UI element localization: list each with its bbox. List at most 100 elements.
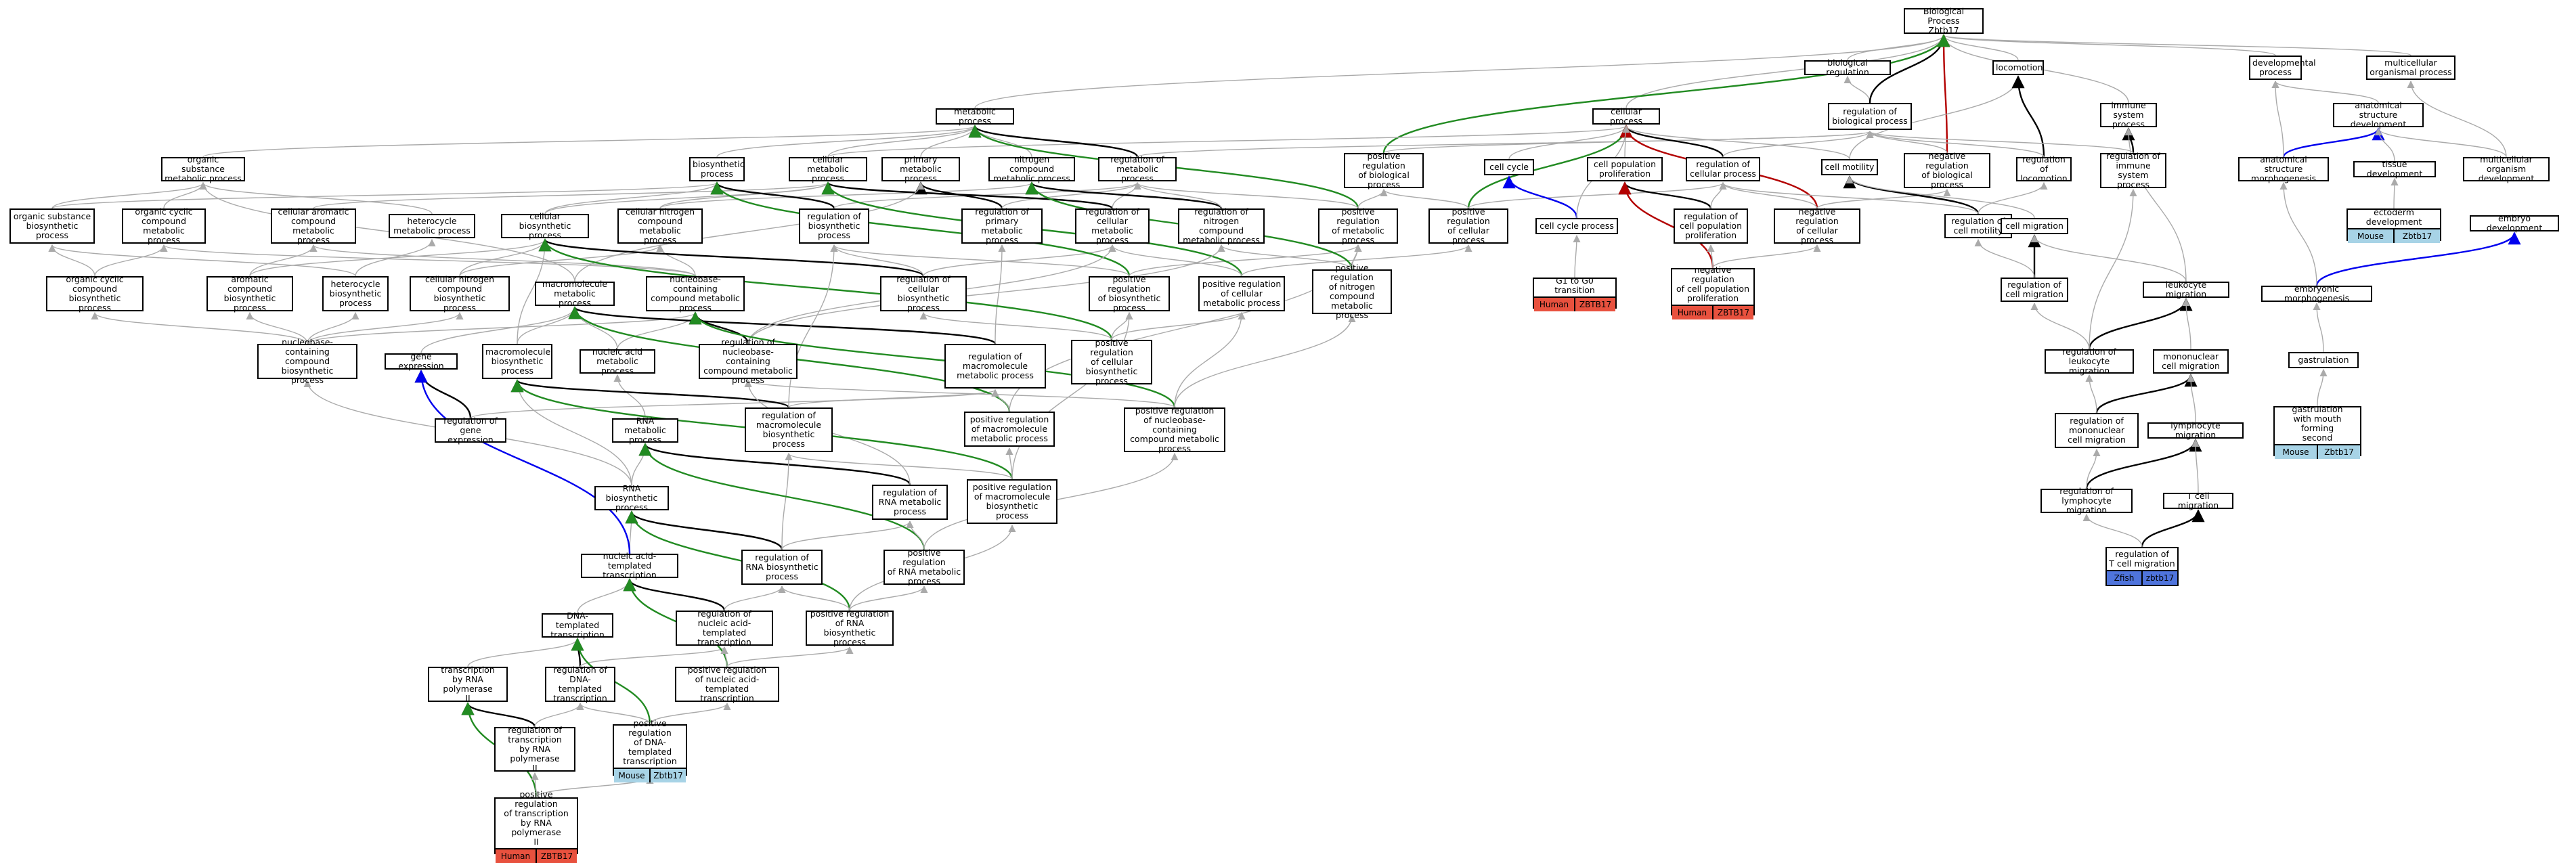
go-term-nucacid[interactable]: nucleic acid metabolic process bbox=[580, 347, 655, 376]
go-term-immsys[interactable]: immune system process bbox=[2100, 101, 2157, 129]
edge-regmacrobio-to-regbiosyn bbox=[788, 244, 838, 408]
go-term-posregbiosyn[interactable]: positive regulation of biosynthetic proc… bbox=[1089, 275, 1170, 313]
go-term-cellpopprol[interactable]: cell population proliferation bbox=[1587, 157, 1663, 181]
go-term-cellnitbio[interactable]: cellular nitrogen compound biosynthetic … bbox=[410, 275, 510, 313]
edge-regleuk-to-leukmig bbox=[2088, 298, 2193, 350]
go-term-orgcyc[interactable]: organic cyclic compound metabolic proces… bbox=[122, 207, 206, 245]
go-term-regcellmig[interactable]: regulation of cell migration bbox=[2001, 278, 2068, 302]
go-term-loco[interactable]: locomotion bbox=[1992, 60, 2044, 75]
go-term-cellarom[interactable]: cellular aromatic compound metabolic pro… bbox=[271, 207, 356, 245]
go-term-embdev[interactable]: embryo development bbox=[2470, 214, 2559, 233]
go-term-rnabio[interactable]: RNA biosynthetic process bbox=[594, 484, 669, 512]
go-term-posregmeta[interactable]: positive regulation of metabolic process bbox=[1318, 207, 1398, 245]
go-term-macro[interactable]: macromolecule metabolic process bbox=[535, 280, 615, 308]
go-term-cellnit[interactable]: cellular nitrogen compound metabolic pro… bbox=[617, 207, 703, 245]
go-term-cellcycle[interactable]: cell cycle bbox=[1484, 159, 1534, 175]
go-term-posregmacrobio[interactable]: positive regulation of macromolecule bio… bbox=[967, 479, 1057, 524]
go-term-posregcellmeta[interactable]: positive regulation of cellular metaboli… bbox=[1198, 276, 1285, 311]
go-term-cellmot[interactable]: cell motility bbox=[1821, 159, 1878, 175]
go-term-tissuedev[interactable]: tissue development bbox=[2353, 160, 2436, 179]
go-term-devp[interactable]: developmental process bbox=[2249, 56, 2316, 80]
go-term-meta[interactable]: metabolic process bbox=[936, 107, 1014, 126]
go-term-posregcellbio[interactable]: positive regulation of cellular biosynth… bbox=[1071, 338, 1152, 386]
go-term-anatmorph[interactable]: anatomical structure morphogenesis bbox=[2238, 155, 2329, 183]
go-term-multidev[interactable]: multicellular organism development bbox=[2463, 155, 2550, 183]
go-term-regrnameta[interactable]: regulation of RNA metabolic process bbox=[872, 485, 948, 520]
go-term-regimm[interactable]: regulation of immune system process bbox=[2100, 152, 2166, 190]
go-term-regmacrobio[interactable]: regulation of macromolecule biosynthetic… bbox=[745, 407, 833, 452]
go-term-regtxpol2[interactable]: regulation of transcription by RNA polym… bbox=[494, 726, 575, 773]
go-term-regcellp[interactable]: regulation of cellular process bbox=[1686, 157, 1760, 181]
go-term-regdnatx[interactable]: regulation of DNA-templated transcriptio… bbox=[545, 665, 615, 703]
go-term-negregcellp[interactable]: negative regulation of cellular process bbox=[1774, 207, 1860, 245]
go-term-regbiosyn[interactable]: regulation of biosynthetic process bbox=[799, 208, 869, 244]
go-term-regmacro[interactable]: regulation of macromolecule metabolic pr… bbox=[944, 344, 1046, 389]
go-term-multi[interactable]: multicellular organismal process bbox=[2366, 56, 2455, 80]
go-term-posregrnabio[interactable]: positive regulation of RNA biosynthetic … bbox=[806, 609, 894, 647]
go-term-tcellmig[interactable]: T cell migration bbox=[2163, 491, 2233, 510]
go-term-orgsub[interactable]: organic substance metabolic process bbox=[161, 155, 245, 183]
go-term-regbio[interactable]: regulation of biological process bbox=[1828, 103, 1912, 130]
go-term-hetmeta[interactable]: heterocycle metabolic process bbox=[389, 214, 475, 238]
go-term-lymphmig[interactable]: lymphocyte migration bbox=[2147, 421, 2244, 440]
go-term-geneexp[interactable]: gene expression bbox=[385, 352, 458, 371]
go-term-cellp[interactable]: cellular process bbox=[1592, 107, 1660, 126]
go-term-regmeta[interactable]: regulation of metabolic process bbox=[1098, 155, 1177, 183]
go-term-gastr[interactable]: gastrulation bbox=[2288, 352, 2359, 368]
go-term-regnbc[interactable]: regulation of nucleobase-containing comp… bbox=[699, 338, 798, 385]
go-term-arombio[interactable]: aromatic compound biosynthetic process bbox=[206, 275, 293, 313]
go-term-leukmig[interactable]: leukocyte migration bbox=[2143, 280, 2229, 299]
go-term-anatdev[interactable]: anatomical structure development bbox=[2333, 101, 2424, 129]
go-term-rnameta[interactable]: RNA metabolic process bbox=[612, 416, 678, 445]
go-term-cellcycproc[interactable]: cell cycle process bbox=[1535, 218, 1618, 234]
go-term-macrobio[interactable]: macromolecule biosynthetic process bbox=[482, 344, 552, 379]
go-term-nbcbio[interactable]: nucleobase-containing compound biosynthe… bbox=[257, 338, 357, 385]
go-term-posregnitro[interactable]: positive regulation of nitrogen compound… bbox=[1312, 263, 1392, 320]
go-term-regcellmeta[interactable]: regulation of cellular metabolic process bbox=[1075, 207, 1150, 245]
go-term-label: positive regulation of cellular biosynth… bbox=[1085, 338, 1138, 386]
go-term-regcellpop[interactable]: regulation of cell population proliferat… bbox=[1674, 208, 1748, 244]
go-term-biosyn[interactable]: biosynthetic process bbox=[689, 157, 745, 181]
go-term-bp[interactable]: Biological Process Zbtb17 bbox=[1904, 7, 1984, 35]
go-term-posregrnameta[interactable]: positive regulation of RNA metabolic pro… bbox=[883, 548, 965, 586]
go-term-cellmig[interactable]: cell migration bbox=[2001, 218, 2068, 234]
go-term-regcellbio[interactable]: regulation of cellular biosynthetic proc… bbox=[880, 275, 967, 313]
go-term-posregdnatx[interactable]: positive regulation of DNA-templated tra… bbox=[613, 719, 687, 782]
go-term-nbcmeta[interactable]: nucleobase-containing compound metabolic… bbox=[646, 275, 745, 313]
go-term-mononuc[interactable]: mononuclear cell migration bbox=[2153, 349, 2229, 374]
go-term-regloco[interactable]: regulation of locomotion bbox=[2016, 155, 2072, 183]
go-term-reggeneexp[interactable]: regulation of gene expression bbox=[435, 416, 506, 445]
go-term-posregcellp[interactable]: positive regulation of cellular process bbox=[1428, 207, 1508, 245]
go-term-breg[interactable]: biological regulation bbox=[1804, 58, 1891, 77]
go-term-posregbio[interactable]: positive regulation of biological proces… bbox=[1344, 152, 1424, 190]
go-term-regnitro[interactable]: regulation of nitrogen compound metaboli… bbox=[1178, 207, 1265, 245]
go-term-regnucacid[interactable]: regulation of nucleic acid-templated tra… bbox=[676, 609, 773, 647]
go-term-regleuk[interactable]: regulation of leukocyte migration bbox=[2045, 347, 2134, 376]
go-term-hetbio[interactable]: heterocycle biosynthetic process bbox=[322, 276, 389, 311]
go-term-regprim[interactable]: regulation of primary metabolic process bbox=[961, 207, 1043, 245]
go-term-posregnucacid[interactable]: positive regulation of nucleic acid-temp… bbox=[675, 665, 779, 703]
go-term-nitro[interactable]: nitrogen compound metabolic process bbox=[988, 155, 1075, 183]
go-term-posregnbc[interactable]: positive regulation of nucleobase-contai… bbox=[1124, 406, 1225, 453]
go-term-reglymph[interactable]: regulation of lymphocyte migration bbox=[2040, 487, 2133, 515]
go-term-posregtxpol2[interactable]: positive regulation of transcription by … bbox=[494, 790, 578, 863]
go-term-negregbio[interactable]: negative regulation of biological proces… bbox=[1904, 152, 1990, 190]
go-term-txpol2[interactable]: transcription by RNA polymerase II bbox=[428, 665, 508, 703]
go-term-regmonomig[interactable]: regulation of mononuclear cell migration bbox=[2055, 413, 2139, 448]
go-term-orgsubbio[interactable]: organic substance biosynthetic process bbox=[9, 208, 95, 244]
go-term-cellmeta[interactable]: cellular metabolic process bbox=[789, 155, 867, 183]
go-term-nucacidtx[interactable]: nucleic acid-templated transcription bbox=[581, 552, 678, 580]
go-term-embmorph[interactable]: embryonic morphogenesis bbox=[2261, 284, 2372, 303]
go-term-regrnabio[interactable]: regulation of RNA biosynthetic process bbox=[741, 550, 823, 585]
edge-nbcbio-to-nbcmeta bbox=[307, 311, 699, 345]
go-term-cellbio[interactable]: cellular biosynthetic process bbox=[501, 212, 589, 240]
go-term-negregcellpop[interactable]: negative regulation of cell population p… bbox=[1671, 265, 1755, 319]
go-term-orgcycbio[interactable]: organic cyclic compound biosynthetic pro… bbox=[46, 275, 144, 313]
go-term-posregmacro[interactable]: positive regulation of macromolecule met… bbox=[964, 412, 1055, 447]
go-term-dnatx[interactable]: DNA-templated transcription bbox=[542, 611, 613, 640]
go-term-primmeta[interactable]: primary metabolic process bbox=[881, 155, 960, 183]
